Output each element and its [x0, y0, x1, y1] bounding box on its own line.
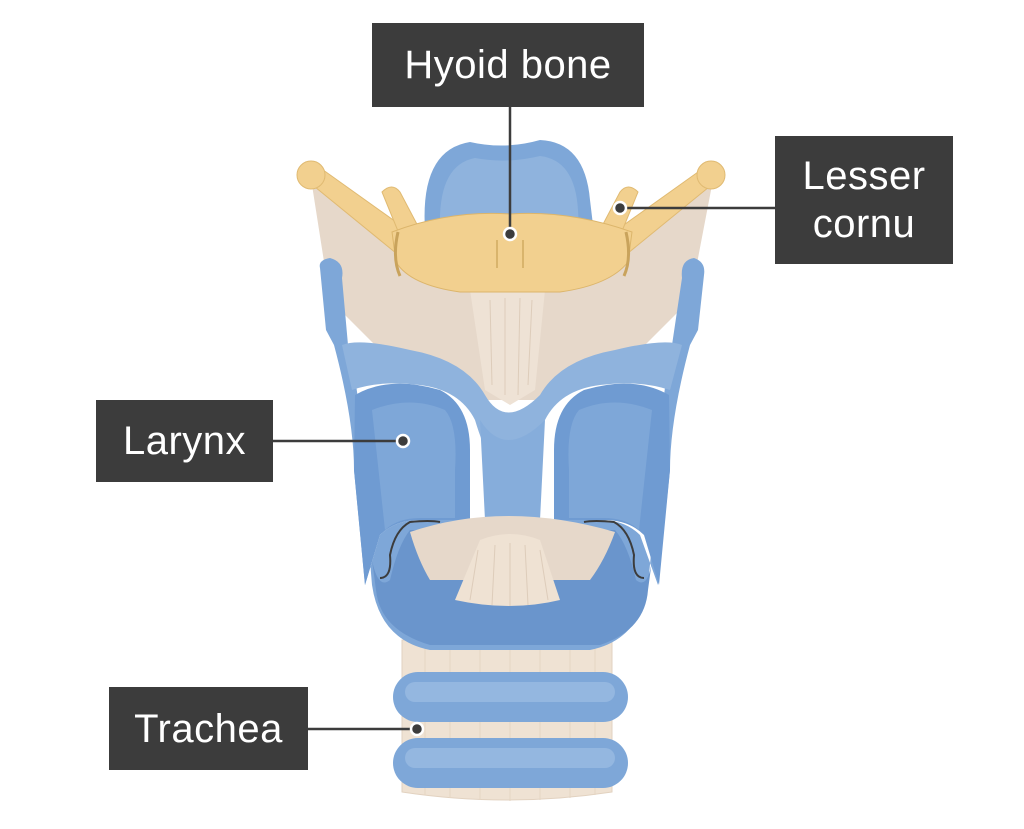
trachea-label-text: Trachea	[134, 706, 283, 751]
pointer-dots	[395, 200, 628, 737]
lesser-cornu-pointer-dot	[612, 200, 628, 216]
lesser-cornu-label: Lesser cornu	[775, 136, 953, 264]
hyoid-right-horn-tip	[696, 160, 726, 190]
hyoid-pointer-dot	[502, 226, 518, 242]
larynx-pointer-dot	[395, 433, 411, 449]
leader-lines	[273, 107, 775, 731]
tracheal-ring-lower-highlight	[405, 748, 615, 768]
trachea	[393, 639, 628, 801]
cricoid-cartilage	[372, 516, 652, 645]
lesser-cornu-label-line2: cornu	[812, 202, 916, 246]
trachea-pointer-dot	[409, 721, 425, 737]
larynx-label-text: Larynx	[122, 419, 247, 463]
hyoid-bone-label: Hyoid bone	[372, 23, 644, 107]
trachea-label: Trachea	[109, 687, 308, 770]
hyoid-bone	[296, 160, 726, 293]
hyoid-left-horn-tip	[296, 160, 326, 190]
tracheal-ring-upper-highlight	[405, 682, 615, 702]
hyoid-body	[391, 212, 633, 293]
larynx-label: Larynx	[96, 400, 273, 482]
lesser-cornu-label-line1: Lesser	[802, 154, 926, 198]
hyoid-bone-label-text: Hyoid bone	[404, 43, 612, 87]
